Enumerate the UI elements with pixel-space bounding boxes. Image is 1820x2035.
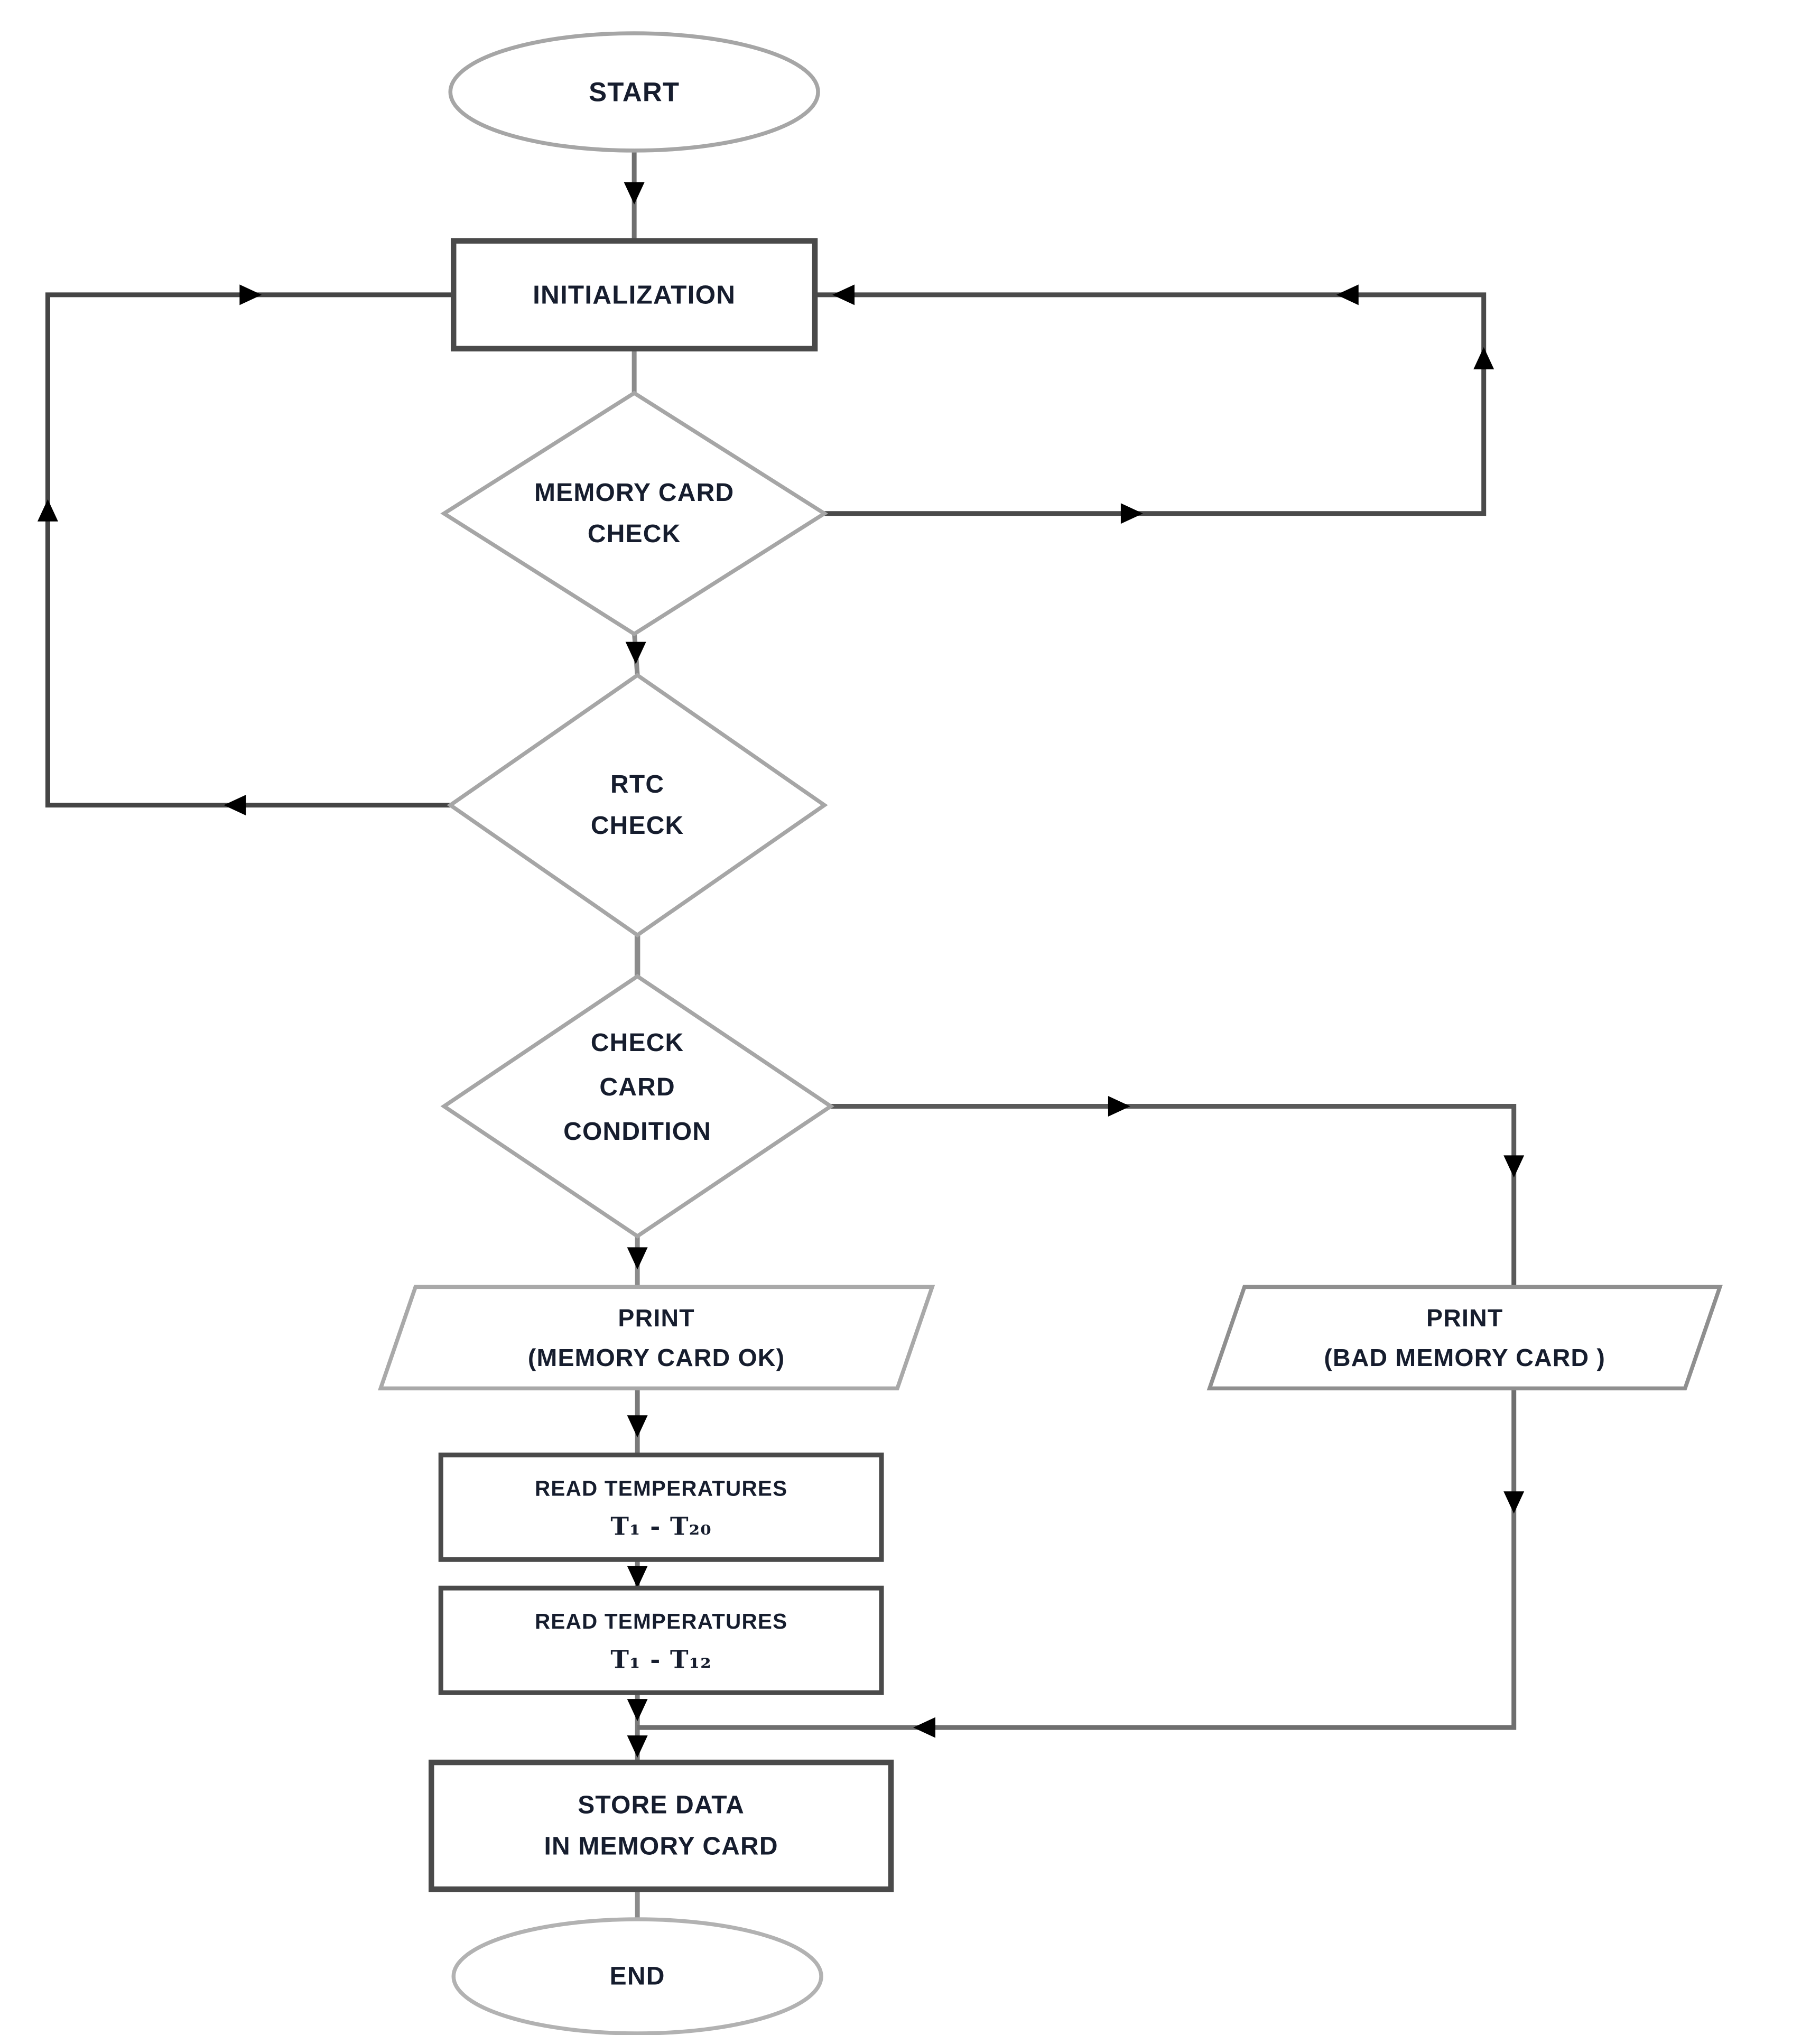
arrowhead-down-icon	[627, 1247, 648, 1270]
print-memory-card-ok-shape	[378, 1285, 935, 1391]
read-temperatures-t1-t12-label-line: READ TEMPERATURES	[535, 1609, 787, 1633]
edge-loop-memory-card-check-to-initialization	[815, 292, 1487, 516]
arrowhead-right-icon	[239, 284, 262, 305]
arrowhead-down-icon	[625, 642, 646, 664]
rtc-check-label-line: CHECK	[591, 812, 684, 840]
store-data-in-memory-card-shape	[428, 1759, 894, 1892]
arrowhead-left-icon	[224, 795, 246, 816]
arrowhead-right-icon	[1108, 1095, 1130, 1117]
flow-node-read-temperatures-t1-t20: READ TEMPERATURES T₁ - T₂₀	[438, 1452, 884, 1562]
arrowhead-left-icon	[1336, 284, 1359, 305]
rtc-check-shape	[447, 673, 828, 938]
read-temperatures-t1-t20-label-line: T₁ - T₂₀	[610, 1512, 711, 1541]
print-bad-memory-card-label-line: (BAD MEMORY CARD )	[1324, 1344, 1605, 1371]
read-temperatures-t1-t20-label-line: READ TEMPERATURES	[535, 1476, 787, 1500]
flow-node-start: START	[448, 31, 820, 153]
arrowhead-down-icon	[627, 1699, 648, 1722]
flow-node-read-temperatures-t1-t12: READ TEMPERATURES T₁ - T₁₂	[438, 1585, 884, 1695]
read-temperatures-t1-t12-label-line: T₁ - T₁₂	[610, 1645, 711, 1674]
arrowhead-down-icon	[627, 1566, 648, 1588]
memory-card-check-label-line: CHECK	[588, 520, 681, 548]
start-shape	[448, 31, 820, 153]
memory-card-check-shape	[440, 391, 829, 637]
initialization-label-line: INITIALIZATION	[533, 280, 736, 309]
read-temperatures-t1-t12-shape	[438, 1585, 884, 1695]
store-data-in-memory-card-label-line: STORE DATA	[578, 1791, 745, 1819]
edge-check-card-condition-to-print-bad	[831, 1103, 1517, 1287]
flow-node-initialization: INITIALIZATION	[450, 238, 818, 352]
arrowhead-left-icon	[913, 1717, 935, 1738]
arrowhead-down-icon	[1503, 1155, 1525, 1178]
edge-loop-rtc-check-to-initialization	[45, 292, 454, 808]
arrowhead-down-icon	[627, 1735, 648, 1758]
flow-node-end: END	[451, 1917, 823, 2035]
flow-node-print-memory-card-ok: PRINT (MEMORY CARD OK)	[378, 1285, 935, 1391]
print-memory-card-ok-label-line: (MEMORY CARD OK)	[528, 1344, 785, 1371]
arrowhead-up-icon	[37, 499, 58, 522]
arrowhead-down-icon	[624, 182, 645, 205]
arrowhead-left-icon	[832, 284, 855, 305]
rtc-check-label-line: RTC	[610, 770, 664, 798]
flow-node-rtc-check: RTC CHECK	[447, 673, 828, 938]
check-card-condition-label-line: CHECK	[591, 1029, 684, 1057]
print-bad-memory-card-shape	[1206, 1285, 1723, 1391]
flow-node-store-data-in-memory-card: STORE DATA IN MEMORY CARD	[428, 1759, 894, 1892]
arrowhead-down-icon	[1503, 1491, 1525, 1514]
print-bad-memory-card-label-line: PRINT	[1426, 1304, 1503, 1332]
read-temperatures-t1-t20-shape	[438, 1452, 884, 1562]
print-memory-card-ok-label-line: PRINT	[618, 1304, 694, 1332]
arrowhead-up-icon	[1473, 347, 1494, 369]
flow-node-memory-card-check: MEMORY CARD CHECK	[440, 391, 829, 637]
check-card-condition-shape	[440, 974, 834, 1239]
start-label-line: START	[589, 77, 680, 107]
initialization-shape	[450, 238, 818, 352]
arrowhead-down-icon	[627, 1415, 648, 1438]
check-card-condition-label-line: CONDITION	[563, 1118, 711, 1146]
end-shape	[451, 1917, 823, 2035]
arrowhead-right-icon	[1120, 503, 1143, 524]
flow-node-check-card-condition: CHECK CARD CONDITION	[440, 974, 834, 1239]
memory-card-check-label-line: MEMORY CARD	[534, 479, 734, 507]
flow-node-print-bad-memory-card: PRINT (BAD MEMORY CARD )	[1206, 1285, 1723, 1391]
end-label-line: END	[610, 1963, 665, 1991]
check-card-condition-label-line: CARD	[599, 1073, 675, 1101]
store-data-in-memory-card-label-line: IN MEMORY CARD	[544, 1833, 778, 1861]
